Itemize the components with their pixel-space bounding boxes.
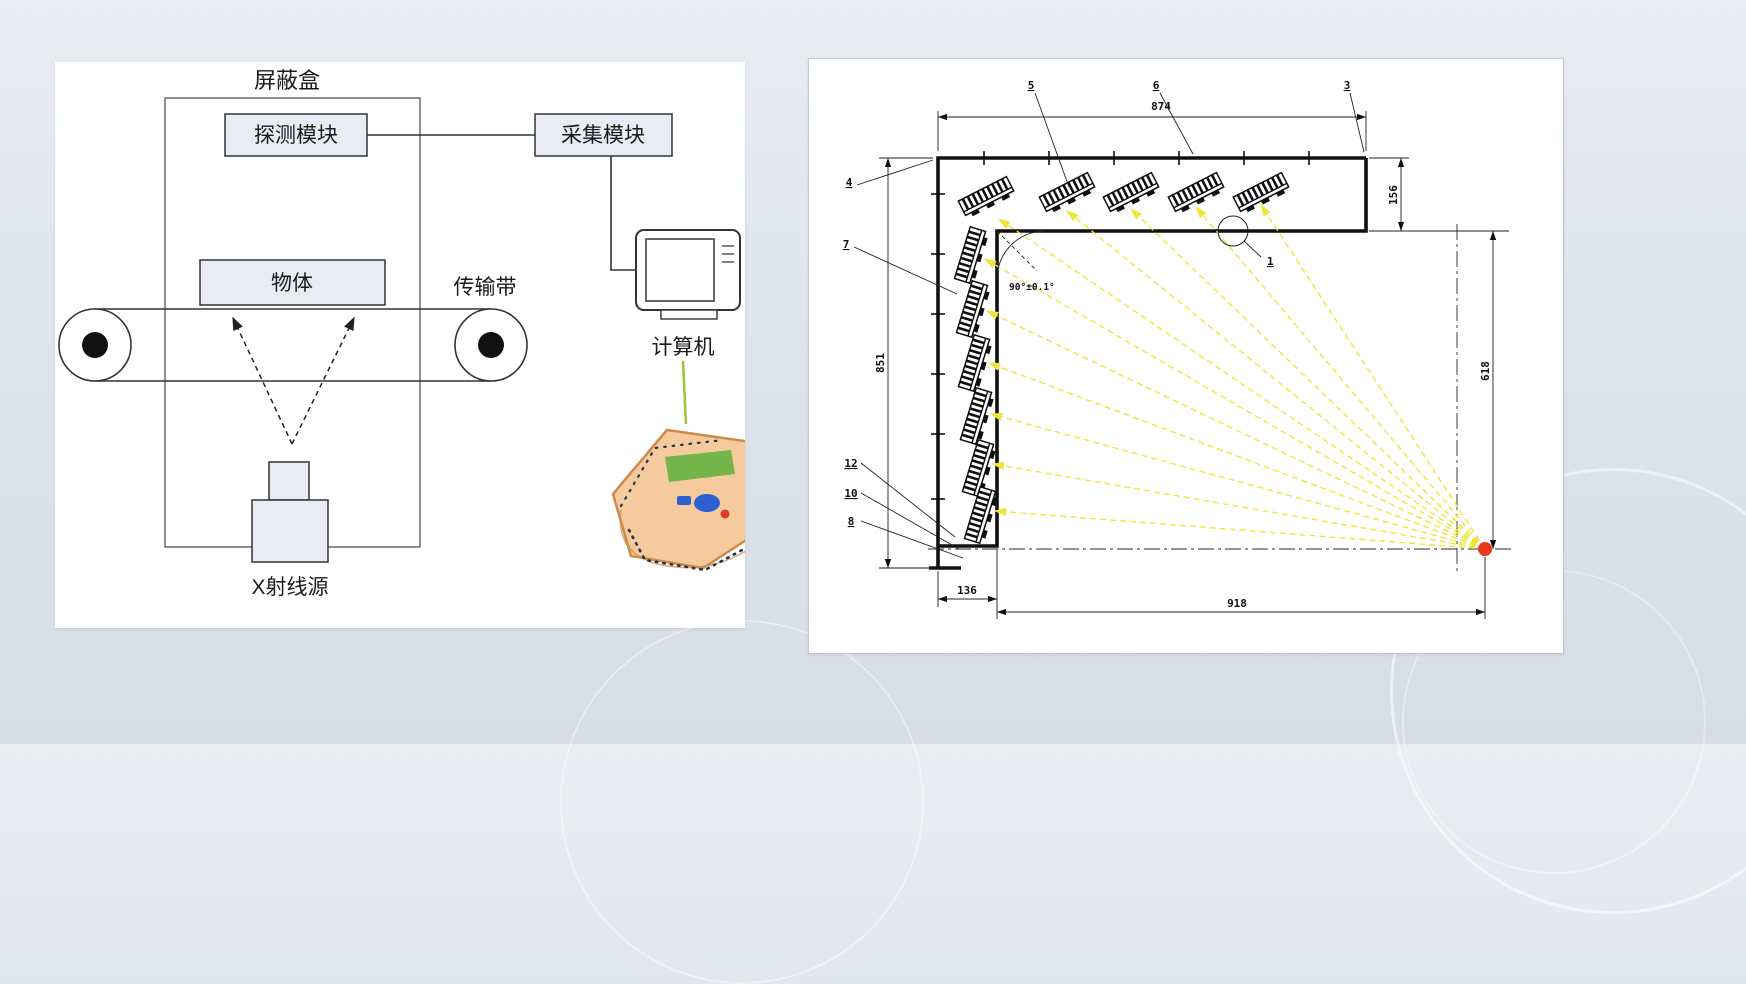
dimension-136: 136 xyxy=(937,549,998,619)
svg-text:5: 5 xyxy=(1028,79,1035,92)
right-roller-hub xyxy=(478,332,504,358)
svg-text:851: 851 xyxy=(874,353,887,373)
detector-module-top-2 xyxy=(1038,171,1098,217)
scan-item-blue-small xyxy=(677,496,691,505)
scan-item-red xyxy=(720,509,730,519)
detector-module-top-5 xyxy=(1232,171,1292,217)
conveyor-belt xyxy=(58,308,528,382)
object-rect xyxy=(199,259,386,306)
detector-module-box: 探测模块 xyxy=(224,113,368,157)
conveyor-belt-label: 传输带 xyxy=(454,276,517,299)
left-diagram-svg: 屏蔽盒 探测模块 采集模块 xyxy=(58,68,745,599)
acquisition-to-computer-wire xyxy=(610,156,636,271)
dimension-851: 851 xyxy=(874,157,933,569)
callout-4: 4 xyxy=(846,159,934,189)
angle-annotation: 90°±0.1° xyxy=(996,230,1055,293)
svg-text:618: 618 xyxy=(1479,361,1492,381)
callout-12: 12 xyxy=(844,457,956,538)
callout-5: 5 xyxy=(1028,79,1070,188)
computer-icon xyxy=(635,229,741,320)
svg-text:7: 7 xyxy=(843,238,850,251)
scan-dotted-trace xyxy=(627,528,745,572)
svg-text:136: 136 xyxy=(957,584,977,597)
object-box: 物体 xyxy=(199,259,386,306)
acquisition-module-rect xyxy=(534,113,673,157)
scan-item-blue xyxy=(694,494,720,512)
watermark-swirl xyxy=(560,620,924,984)
svg-text:90°±0.1°: 90°±0.1° xyxy=(1009,282,1055,293)
scan-dotted-trace-2 xyxy=(619,438,725,508)
svg-text:8: 8 xyxy=(848,515,855,528)
scan-item-green xyxy=(665,450,735,482)
detector-module-left-4 xyxy=(959,386,997,447)
left-diagram-panel: 屏蔽盒 探测模块 采集模块 xyxy=(55,62,745,628)
scan-bag-outline xyxy=(611,428,745,570)
right-diagram-panel: 874 851 156 618 xyxy=(808,58,1564,654)
xray-scan-image xyxy=(611,428,745,572)
dimension-918: 918 xyxy=(997,557,1486,619)
page-background: 屏蔽盒 探测模块 采集模块 xyxy=(55,58,1746,984)
svg-text:6: 6 xyxy=(1153,79,1160,92)
detector-module-left-1 xyxy=(953,225,991,286)
dimension-156: 156 xyxy=(1369,157,1409,232)
right-diagram-svg: 874 851 156 618 xyxy=(843,79,1511,619)
xray-source-icon xyxy=(251,461,329,563)
callout-6: 6 xyxy=(1153,79,1194,155)
svg-text:918: 918 xyxy=(1227,597,1247,610)
computer-to-scan-connector xyxy=(681,360,688,425)
xray-fan-beams xyxy=(983,203,1486,550)
svg-text:12: 12 xyxy=(844,457,857,470)
xray-beam-arrows xyxy=(232,316,355,445)
svg-text:10: 10 xyxy=(844,487,857,500)
callout-1: 1 xyxy=(1217,215,1274,268)
detector-module-top-1 xyxy=(957,175,1017,221)
svg-text:874: 874 xyxy=(1151,100,1171,113)
fastener-ticks xyxy=(931,151,1310,500)
svg-text:4: 4 xyxy=(846,176,853,189)
callout-3: 3 xyxy=(1344,79,1365,153)
left-roller-hub xyxy=(82,332,108,358)
svg-text:1: 1 xyxy=(1267,255,1274,268)
acquisition-module-label: 采集模块 xyxy=(561,124,645,147)
computer-label: 计算机 xyxy=(652,336,715,359)
shield-box-label: 屏蔽盒 xyxy=(254,68,320,93)
xray-source-label: X射线源 xyxy=(251,576,328,599)
detector-module-left-6 xyxy=(963,485,1001,546)
detector-module-label: 探测模块 xyxy=(254,124,338,147)
detector-module-top-3 xyxy=(1102,171,1162,217)
dimension-618: 618 xyxy=(1369,230,1509,549)
svg-text:156: 156 xyxy=(1387,185,1400,205)
callout-7: 7 xyxy=(843,238,958,295)
detector-module-left-3 xyxy=(957,333,995,394)
detector-module-left-2 xyxy=(955,279,993,340)
callout-10: 10 xyxy=(844,487,960,550)
dimension-874: 874 xyxy=(937,100,1367,151)
object-label: 物体 xyxy=(271,272,313,295)
detector-module-rect xyxy=(224,113,368,157)
acquisition-module-box: 采集模块 xyxy=(534,113,673,157)
detector-modules xyxy=(953,171,1292,546)
callout-8: 8 xyxy=(848,515,964,559)
callout-1-circle xyxy=(1217,215,1249,247)
svg-text:3: 3 xyxy=(1344,79,1351,92)
xray-source-dot xyxy=(1478,542,1492,556)
